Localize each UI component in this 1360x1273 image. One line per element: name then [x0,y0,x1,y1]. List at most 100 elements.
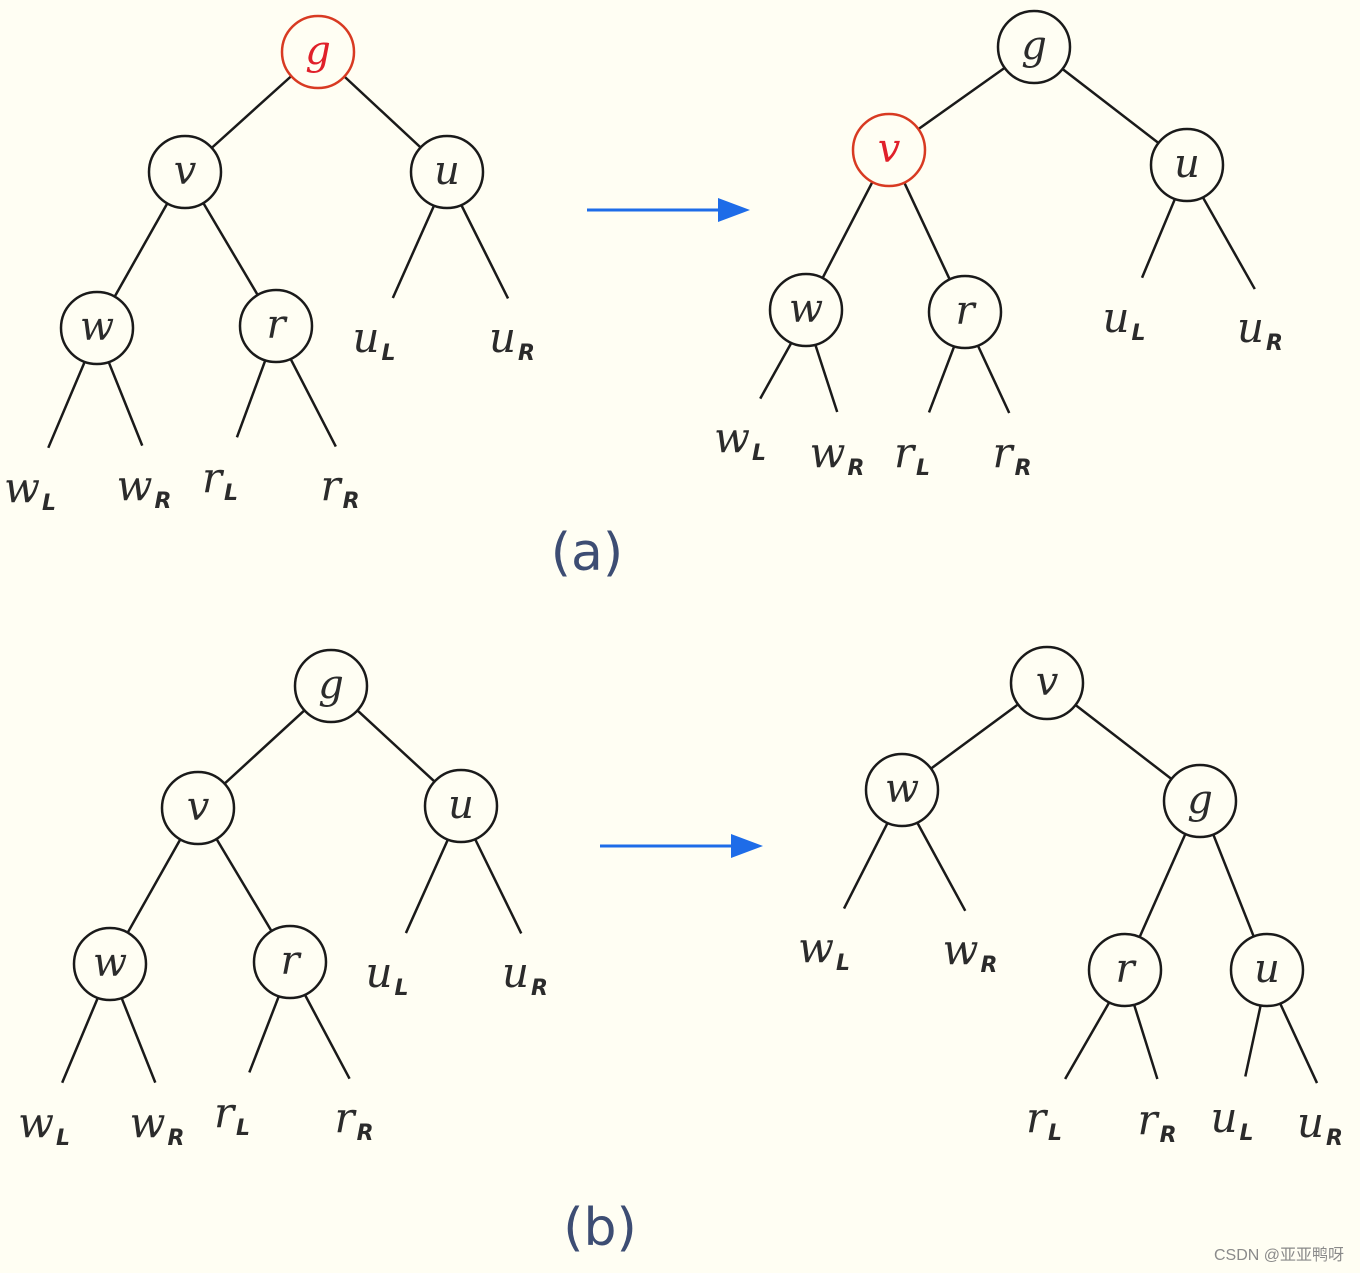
leaf-rL: rL [214,1088,250,1141]
transform-arrow-a [587,198,750,222]
edge-u-uL [1140,198,1177,279]
node-label: r [266,302,288,348]
node-circle [1009,645,1085,721]
node-u: u [1149,127,1225,203]
node-label: g [1021,23,1047,69]
leaf-subscript: L [1132,321,1146,346]
edge-g-r [1138,833,1187,938]
leaf-main-letter: r [202,453,225,502]
leaf-wR: wR [130,1098,185,1151]
edge-r-rR [289,358,337,448]
node-label: w [80,304,114,350]
leaf-uR: uR [1237,303,1283,356]
node-label: u [434,148,460,194]
node-g: g [996,9,1072,85]
leaf-main-letter: u [352,313,379,362]
leaf-main-letter: u [365,948,392,997]
node-r: r [927,274,1003,350]
leaf-rL: rL [202,453,238,506]
node-circle [59,290,135,366]
leaf-subscript: R [168,1126,185,1151]
edge-v-w [821,181,874,279]
edge-v-r [202,202,259,296]
edge-u-uR [1279,1002,1319,1084]
leaf-rL: rL [894,428,930,481]
edge-u-uL [1244,1005,1262,1077]
edge-u-uR [473,838,523,934]
leaf-subscript: L [1240,1121,1254,1146]
node-g: g [1162,763,1238,839]
node-label: v [174,148,197,194]
leaf-subscript: R [1160,1123,1177,1148]
leaf-subscript: R [357,1121,374,1146]
node-circle [1087,932,1163,1008]
edge-u-uL [404,839,450,934]
node-label: u [448,782,474,828]
leaf-subscript: L [1048,1121,1062,1146]
node-g: g [293,648,369,724]
node-v: v [851,112,927,188]
node-v: v [147,134,223,210]
node-circle [252,924,328,1000]
leaf-uR: uR [502,948,548,1001]
node-w: w [864,752,940,828]
node-circle [423,768,499,844]
node-w: w [59,290,135,366]
leaf-subscript: R [531,976,548,1001]
edge-g-v [223,709,306,785]
node-w: w [768,272,844,348]
edge-r-rR [976,345,1011,414]
leaf-subscript: R [155,489,172,514]
edge-w-wL [759,342,793,400]
node-label: u [1254,946,1280,992]
leaf-subscript: R [848,456,865,481]
edge-w-wL [842,822,889,910]
leaf-subscript: L [236,1116,250,1141]
edge-w-wL [61,997,99,1084]
leaf-subscript: L [395,976,409,1001]
leaf-main-letter: w [18,1098,54,1147]
caption-a: (a) [551,523,623,583]
node-circle [927,274,1003,350]
node-v: v [1009,645,1085,721]
leaf-uL: uL [1210,1093,1253,1146]
node-label: r [955,288,977,334]
leaf-subscript: R [343,489,360,514]
leaf-uL: uL [365,948,408,1001]
node-label: g [1187,777,1213,823]
leaf-rL: rL [1026,1093,1062,1146]
edge-g-v [210,75,293,149]
leaf-subscript: R [1015,456,1032,481]
leaf-uR: uR [489,313,535,366]
leaf-subscript: L [916,456,930,481]
edge-g-v [917,66,1006,131]
leaf-main-letter: u [502,948,529,997]
edge-v-g [1074,703,1173,781]
leaf-main-letter: u [1102,293,1129,342]
edge-v-r [215,838,273,932]
watermark: CSDN @亚亚鸭呀 [1213,1247,1344,1264]
node-circle [72,926,148,1002]
transform-arrow-b [600,834,763,858]
leaf-main-letter: w [810,428,846,477]
node-label: v [878,126,901,172]
node-r: r [1087,932,1163,1008]
node-label: g [305,28,331,74]
leaf-main-letter: w [943,925,979,974]
node-circle [409,134,485,210]
edge-w-wR [916,821,967,912]
leaf-main-letter: w [4,463,40,512]
edge-r-rR [303,994,351,1080]
leaf-wL: wL [18,1098,70,1151]
node-circle [864,752,940,828]
edge-g-u [1212,834,1255,937]
leaf-main-letter: w [130,1098,166,1147]
leaf-main-letter: r [320,461,343,510]
node-r: r [252,924,328,1000]
leaf-main-letter: u [1210,1093,1237,1142]
node-label: v [187,784,210,830]
